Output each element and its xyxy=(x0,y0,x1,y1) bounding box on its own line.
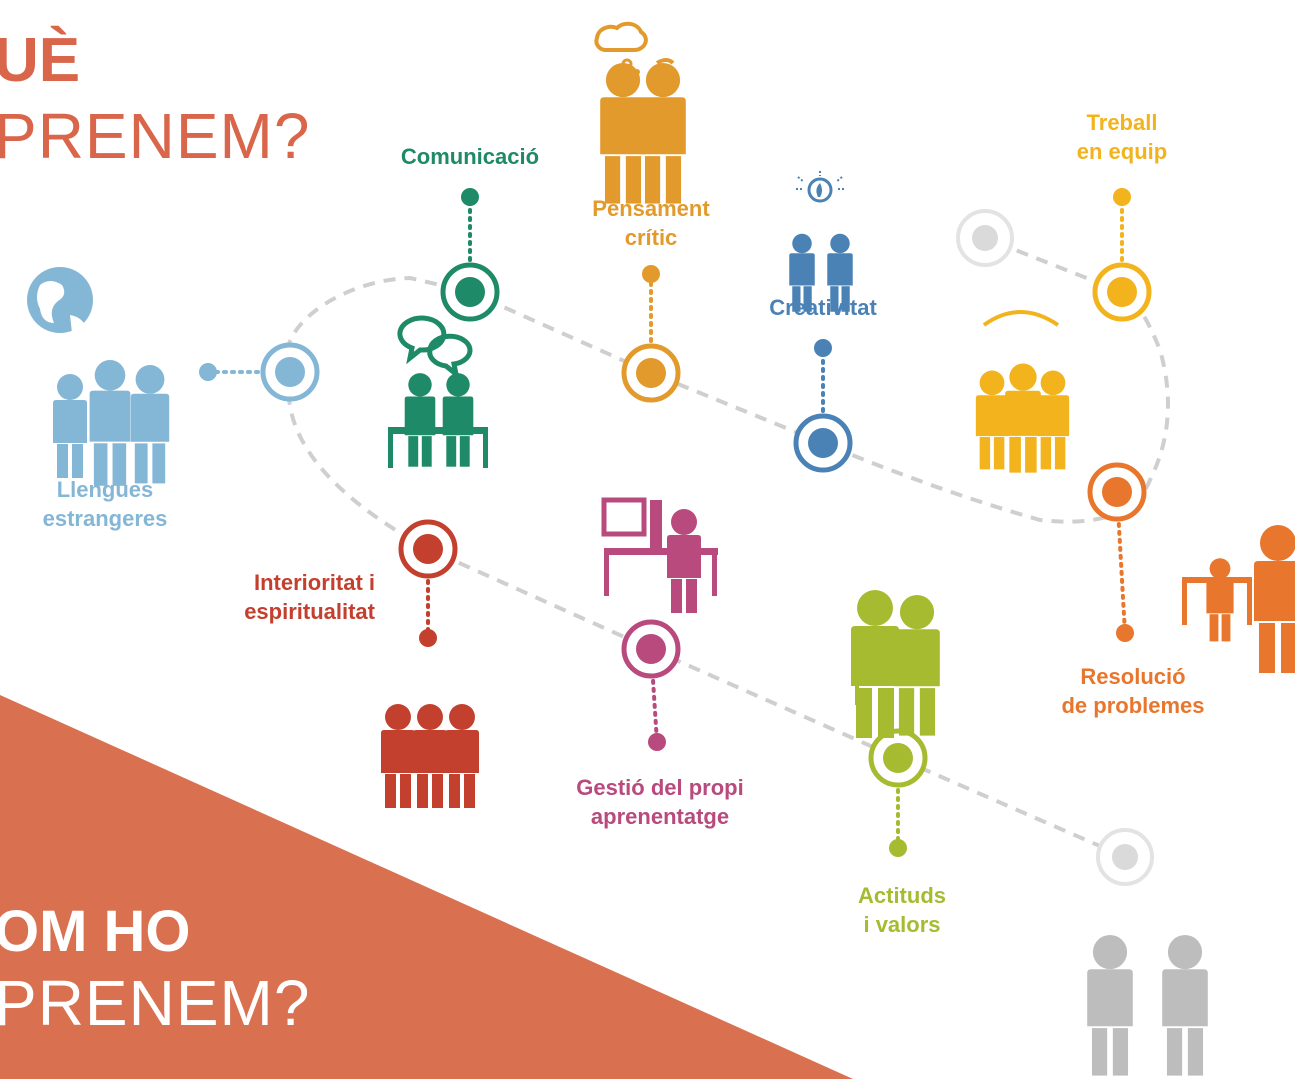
competence-node-comunicacio: Comunicació xyxy=(401,144,539,322)
node-core-resolucio xyxy=(1102,477,1132,507)
label-line: en equip xyxy=(1077,139,1167,164)
heading-top-thin: PRENEM? xyxy=(0,100,311,172)
node-dot-treball xyxy=(1113,188,1131,206)
competence-node-treball: Treball en equip xyxy=(1077,110,1167,322)
node-dot-gestio xyxy=(648,733,666,751)
node-dot-llengues xyxy=(199,363,217,381)
label-creativitat: Creativitat xyxy=(769,295,877,320)
competence-node-gestio: Gestió del propi aprenentatge xyxy=(576,619,744,829)
node-core-pensament xyxy=(636,358,666,388)
students-walking-icon xyxy=(1087,935,1208,1076)
label-line: Resolució xyxy=(1080,664,1185,689)
label-line: Comunicació xyxy=(401,144,539,169)
people-desk-icon xyxy=(1182,525,1295,673)
node-dot-resolucio xyxy=(1116,624,1134,642)
competence-node-creativitat: Creativitat xyxy=(769,295,877,473)
label-line: Interioritat i xyxy=(254,570,375,595)
label-line: crític xyxy=(625,225,678,250)
node-core-treball xyxy=(1107,277,1137,307)
node-core-llengues xyxy=(275,357,305,387)
people-praying-icon xyxy=(381,704,479,808)
node-dot-creativitat xyxy=(814,339,832,357)
node-core-creativitat xyxy=(808,428,838,458)
elderly-couple-icon xyxy=(851,590,940,738)
competence-node-resolucio: Resolució de problemes xyxy=(1061,462,1205,718)
node-core-actituds xyxy=(883,743,913,773)
inactive-node xyxy=(1096,828,1154,886)
node-dot-pensament xyxy=(642,265,660,283)
people-idea-icon xyxy=(789,171,853,312)
label-line: Creativitat xyxy=(769,295,877,320)
inactive-node xyxy=(956,209,1014,267)
node-dot-interioritat xyxy=(419,629,437,647)
competence-node-actituds: Actituds i valors xyxy=(858,728,946,937)
label-line: aprenentatge xyxy=(591,804,729,829)
label-resolucio: Resolució de problemes xyxy=(1061,664,1204,718)
node-dot-actituds xyxy=(889,839,907,857)
label-line: estrangeres xyxy=(43,506,168,531)
label-interioritat: Interioritat i espiritualitat xyxy=(244,570,375,624)
label-line: Gestió del propi xyxy=(576,775,743,800)
label-line: i valors xyxy=(863,912,940,937)
label-gestio: Gestió del propi aprenentatge xyxy=(576,775,743,829)
label-line: espiritualitat xyxy=(244,599,375,624)
people-thinking-icon xyxy=(594,21,686,204)
heading-bottom-thin: PRENEM? xyxy=(0,967,311,1039)
label-line: Treball xyxy=(1087,110,1158,135)
person-computer-icon xyxy=(601,497,718,613)
node-core-comunicacio xyxy=(455,277,485,307)
heading-bottom-bold: OM HO xyxy=(0,899,191,964)
node-core-interioritat xyxy=(413,534,443,564)
label-actituds: Actituds i valors xyxy=(858,883,946,937)
people-talking-icon xyxy=(388,315,488,468)
label-line: Actituds xyxy=(858,883,946,908)
corner-banner xyxy=(0,695,853,1079)
heading-top-bold: UÈ xyxy=(0,26,81,95)
heading-what-we-learn: UÈ PRENEM? xyxy=(0,26,311,172)
node-core-gestio xyxy=(636,634,666,664)
competence-node-interioritat: Interioritat i espiritualitat xyxy=(244,519,458,647)
label-treball: Treball en equip xyxy=(1077,110,1167,164)
node-dot-comunicacio xyxy=(461,188,479,206)
team-icon xyxy=(975,310,1070,473)
label-comunicacio: Comunicació xyxy=(401,144,539,169)
people-globe-icon xyxy=(27,267,170,486)
label-line: de problemes xyxy=(1061,693,1204,718)
heading-how-we-learn: OM HO PRENEM? xyxy=(0,899,311,1039)
